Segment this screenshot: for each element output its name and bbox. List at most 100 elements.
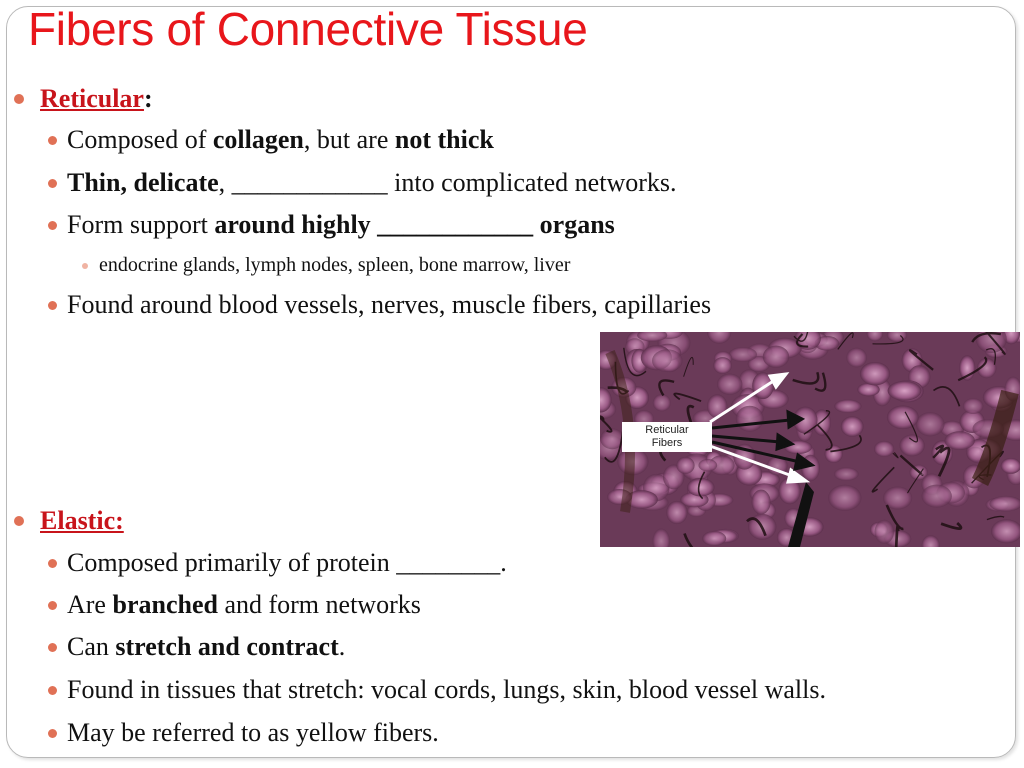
bullet-icon — [14, 516, 24, 526]
fiber-texture — [683, 533, 694, 547]
cell-texture — [625, 490, 658, 509]
item-bold-text: not thick — [394, 125, 494, 154]
cell-texture — [708, 455, 735, 476]
item-text: , ____________ into complicated networks… — [218, 168, 677, 197]
cell-texture — [944, 431, 975, 450]
item-text: . — [338, 632, 346, 661]
reticular-item-3: Form support around highly ____________ … — [48, 210, 615, 240]
sub-bullet-icon — [82, 262, 88, 269]
micrograph-label-line-1: Reticular — [645, 424, 689, 436]
fiber-texture — [746, 517, 767, 537]
fiber-texture — [792, 371, 820, 385]
cell-texture — [874, 519, 894, 544]
cell-texture — [778, 477, 801, 505]
elastic-item-4: Found in tissues that stretch: vocal cor… — [48, 675, 826, 705]
item-text: Found in tissues that stretch: vocal cor… — [67, 675, 826, 704]
cell-texture — [687, 478, 715, 497]
cell-texture — [866, 332, 884, 342]
fiber-texture — [796, 333, 809, 348]
cell-texture — [751, 489, 771, 515]
fiber-texture — [985, 332, 1006, 355]
cell-texture — [886, 405, 919, 430]
cell-texture — [707, 394, 728, 419]
item-bold-text: branched — [112, 590, 218, 619]
elastic-item-2: Are branched and form networks — [48, 590, 421, 620]
fiber-texture — [871, 466, 895, 493]
item-text: and form networks — [217, 590, 421, 619]
fiber-texture — [957, 356, 988, 382]
elastic-heading-row: Elastic: — [14, 506, 124, 536]
cell-texture — [874, 440, 895, 457]
fiber-texture — [600, 416, 613, 433]
cell-texture — [600, 428, 625, 450]
item-text: May be referred to as yellow fibers. — [67, 718, 439, 747]
fiber-texture — [986, 515, 1005, 521]
item-text: Found around blood vessels, nerves, musc… — [67, 290, 712, 319]
fiber-texture — [907, 468, 924, 494]
cell-texture — [921, 484, 952, 508]
reticular-heading: Reticular — [40, 84, 144, 113]
cell-texture — [824, 444, 843, 463]
item-text: Can — [67, 632, 116, 661]
reticular-item-1: Composed of collagen, but are not thick — [48, 125, 494, 155]
cell-texture — [735, 405, 764, 432]
cell-texture — [676, 456, 695, 474]
bullet-icon — [48, 135, 57, 145]
cell-texture — [886, 332, 908, 342]
bullet-icon — [48, 600, 57, 610]
fiber-texture — [673, 392, 702, 402]
item-bold-text: collagen — [212, 125, 304, 154]
fiber-texture — [830, 434, 862, 453]
fiber-texture — [894, 524, 900, 547]
fiber-texture — [937, 446, 951, 477]
fiber-texture — [816, 424, 833, 451]
cell-texture — [828, 484, 862, 511]
cell-texture — [812, 409, 831, 436]
slide-title: Fibers of Connective Tissue — [28, 3, 588, 55]
cell-texture — [600, 387, 612, 413]
reticular-item-2: Thin, delicate, ____________ into compli… — [48, 168, 677, 198]
bullet-icon — [48, 558, 57, 568]
reticular-item-4: Found around blood vessels, nerves, musc… — [48, 290, 711, 320]
item-text: Composed of — [67, 125, 213, 154]
reticular-heading-colon: : — [143, 84, 153, 113]
subitem-text: endocrine glands, lymph nodes, spleen, b… — [99, 254, 571, 276]
cell-texture — [840, 416, 864, 437]
bullet-icon — [48, 728, 57, 738]
fiber-texture — [904, 411, 918, 443]
fiber-texture — [940, 522, 963, 530]
cell-texture — [652, 394, 671, 412]
elastic-item-1: Composed primarily of protein ________. — [48, 548, 507, 578]
cell-texture — [991, 519, 1020, 544]
cell-texture — [921, 535, 940, 547]
elastic-item-5: May be referred to as yellow fibers. — [48, 718, 439, 748]
fiber-texture — [872, 335, 904, 345]
bullet-icon — [14, 94, 24, 104]
fiber-texture — [908, 349, 934, 371]
reticular-heading-row: Reticular: — [14, 84, 153, 114]
fiber-texture — [892, 452, 899, 459]
cell-texture — [652, 528, 670, 547]
cell-texture — [698, 459, 718, 472]
fiber-texture — [604, 431, 624, 463]
reticular-subitem: endocrine glands, lymph nodes, spleen, b… — [82, 254, 570, 277]
cell-texture — [666, 500, 688, 525]
cell-texture — [713, 357, 732, 374]
cell-texture — [707, 332, 732, 344]
cell-texture — [899, 434, 925, 457]
cell-texture — [846, 347, 867, 368]
cell-texture — [977, 358, 997, 379]
cell-texture — [859, 362, 891, 386]
fiber-texture — [985, 348, 996, 365]
bullet-icon — [48, 642, 57, 652]
fiber-texture — [623, 347, 647, 377]
fiber-texture — [837, 332, 854, 350]
cell-texture — [637, 332, 668, 342]
fiber-texture — [658, 379, 675, 397]
cell-texture — [857, 383, 880, 397]
fiber-texture — [803, 410, 831, 435]
cell-texture — [1002, 332, 1020, 345]
fiber-texture — [697, 471, 706, 500]
fiber-texture — [971, 332, 1002, 343]
cell-texture — [762, 345, 790, 368]
